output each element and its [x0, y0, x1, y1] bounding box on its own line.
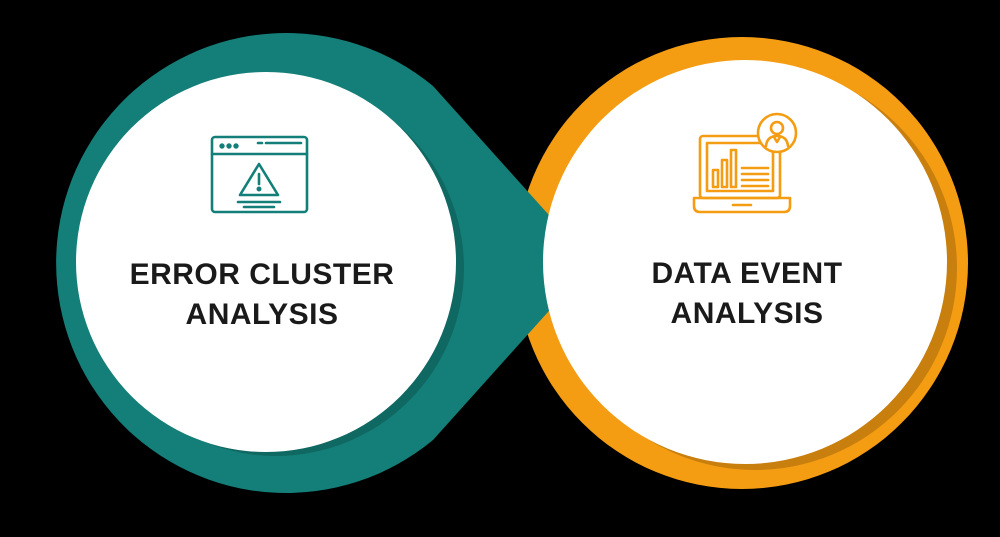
left-label-line2: ANALYSIS [185, 298, 339, 331]
right-label-line1: DATA EVENT [651, 257, 843, 290]
right-white-circle [543, 60, 947, 464]
left-white-circle [76, 72, 456, 452]
browser-warning-icon [210, 135, 309, 214]
left-label-line1: ERROR CLUSTER [129, 258, 395, 291]
error-cluster-analysis-label: ERROR CLUSTER ANALYSIS [102, 255, 422, 335]
laptop-chart-user-icon [692, 112, 798, 214]
right-label-line2: ANALYSIS [670, 297, 824, 330]
data-event-analysis-label: DATA EVENT ANALYSIS [612, 254, 882, 334]
